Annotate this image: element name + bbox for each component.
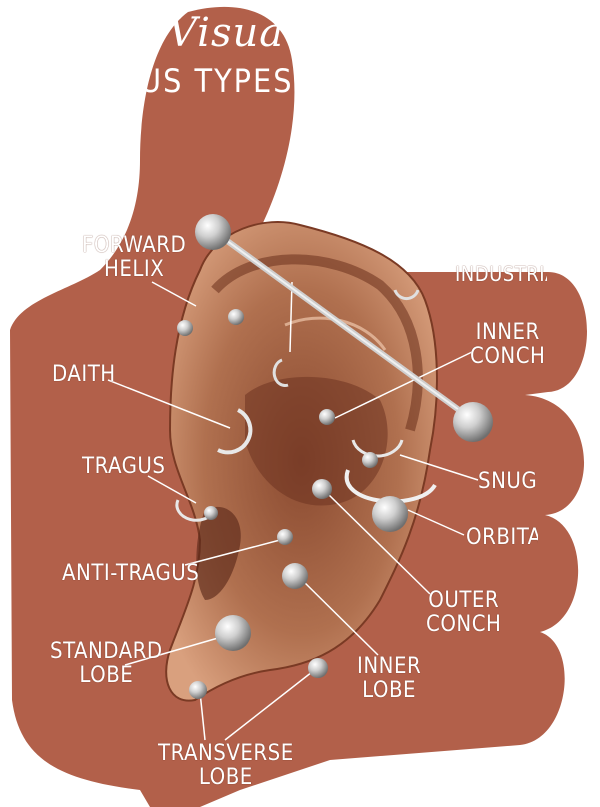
title-line-1: Visua (168, 10, 284, 56)
forward-helix-ball-1 (177, 320, 193, 336)
transverse-lobe-ball-1 (189, 681, 207, 699)
title-line-2: US TYPES (140, 62, 293, 100)
label-orbital: ORBITAL (466, 526, 538, 550)
label-transverse-lobe: TRANSVERSE LOBE (158, 742, 294, 790)
tragus-ball (204, 506, 218, 520)
orbital-ball (372, 496, 408, 532)
inner-conch-ball (319, 409, 335, 425)
anti-tragus-ball (277, 529, 293, 545)
label-outer-conch: OUTER CONCH (426, 589, 501, 637)
inner-lobe-ball (282, 563, 308, 589)
outer-conch-ball (312, 479, 332, 499)
industrial-ball-bottom (453, 402, 493, 442)
label-daith: DAITH (52, 363, 116, 387)
label-industrial: INDUSTRIAL (455, 262, 547, 286)
forward-helix-ball-2 (228, 309, 244, 325)
label-tragus: TRAGUS (82, 455, 166, 479)
label-standard-lobe: STANDARD LOBE (50, 640, 163, 688)
label-anti-tragus: ANTI-TRAGUS (62, 562, 199, 586)
label-forward-helix: FORWARD HELIX (82, 234, 186, 282)
label-inner-conch: INNER CONCH (470, 321, 545, 369)
standard-lobe-ball (215, 615, 251, 651)
label-inner-lobe: INNER LOBE (357, 655, 421, 703)
snug-ball (362, 452, 378, 468)
label-snug: SNUG (478, 470, 537, 494)
industrial-ball-top (195, 214, 231, 250)
transverse-lobe-ball-2 (308, 658, 328, 678)
